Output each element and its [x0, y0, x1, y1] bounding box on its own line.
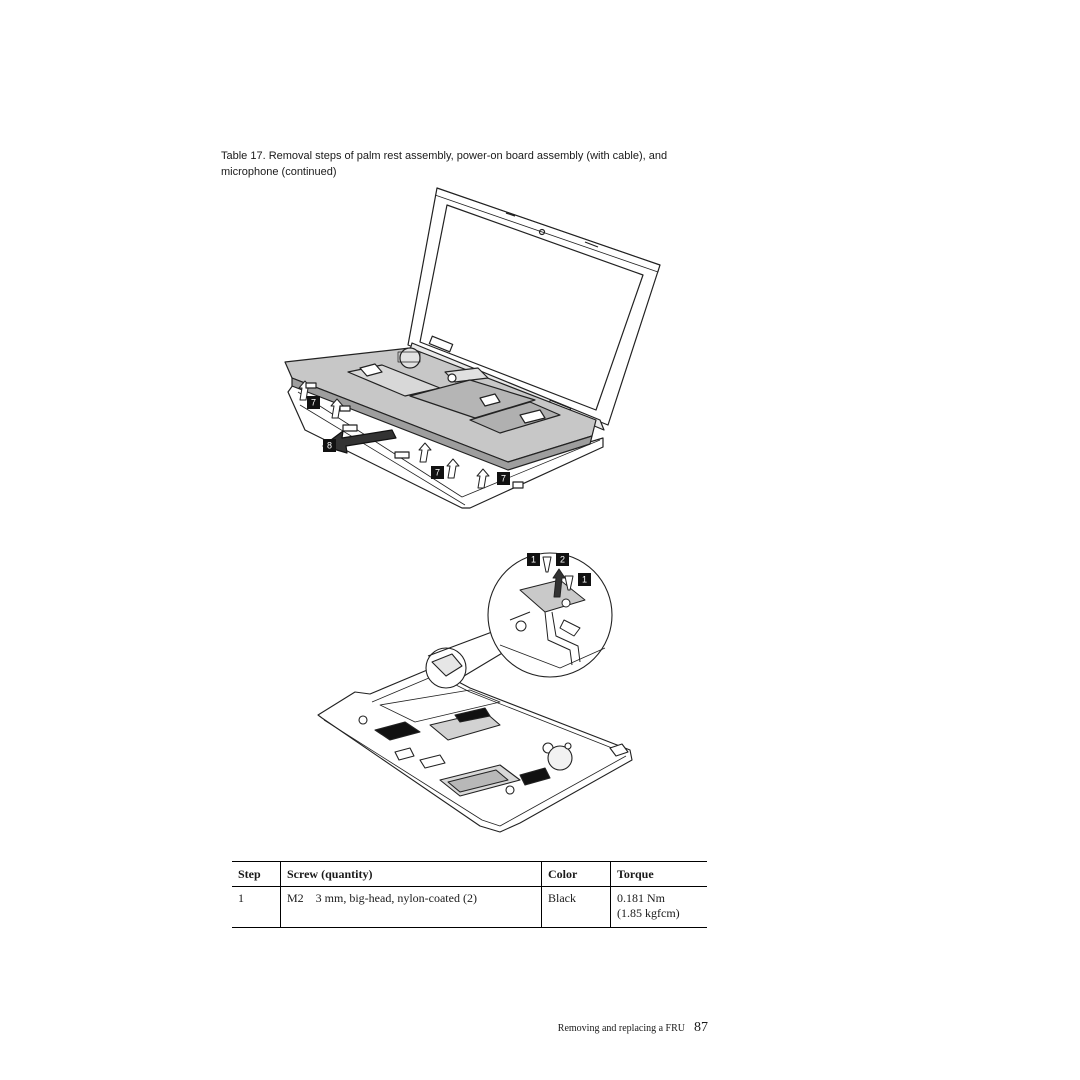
screw-size: M2 [287, 891, 304, 905]
laptop-drawing [284, 187, 661, 509]
header-color: Color [541, 861, 611, 887]
palm-rest-drawing [317, 552, 633, 833]
svg-text:1: 1 [582, 575, 587, 585]
header-torque: Torque [610, 861, 707, 887]
cell-torque: 0.181 Nm (1.85 kgfcm) [610, 886, 707, 928]
table-header-row: Step Screw (quantity) Color Torque [232, 861, 707, 887]
callout-step-2: 2 [556, 553, 569, 566]
caption-line-2: microphone (continued) [221, 166, 337, 178]
svg-text:8: 8 [327, 441, 332, 451]
table-row: 1 M2 3 mm, big-head, nylon-coated (2) Bla… [232, 886, 707, 928]
callout-step-1-b: 1 [578, 573, 591, 586]
svg-text:7: 7 [501, 474, 506, 484]
removal-illustration: 7 8 7 7 [284, 187, 661, 833]
svg-text:1: 1 [531, 555, 536, 565]
footer-section-title: Removing and replacing a FRU [557, 1023, 685, 1034]
page-footer: Removing and replacing a FRU 87 [558, 1020, 708, 1036]
callout-step-7-a: 7 [307, 396, 320, 409]
cell-screw: M2 3 mm, big-head, nylon-coated (2) [280, 886, 542, 928]
torque-kgfcm: (1.85 kgfcm) [617, 906, 680, 920]
screw-spec-table: Step Screw (quantity) Color Torque 1 M2 3… [232, 861, 707, 928]
torque-nm: 0.181 Nm [617, 891, 665, 905]
callout-step-1-a: 1 [527, 553, 540, 566]
table-caption: Table 17. Removal steps of palm rest ass… [221, 148, 711, 180]
svg-text:7: 7 [311, 398, 316, 408]
callout-step-7-b: 7 [431, 466, 444, 479]
svg-text:2: 2 [560, 555, 565, 565]
caption-line-1: Table 17. Removal steps of palm rest ass… [221, 150, 668, 162]
page-number: 87 [694, 1020, 708, 1035]
callout-step-7-c: 7 [497, 472, 510, 485]
header-step: Step [232, 861, 281, 887]
callout-step-8: 8 [323, 439, 336, 452]
cell-step: 1 [232, 886, 281, 928]
svg-text:7: 7 [435, 468, 440, 478]
screw-description: 3 mm, big-head, nylon-coated (2) [315, 891, 477, 905]
cell-color: Black [541, 886, 611, 928]
header-screw: Screw (quantity) [280, 861, 542, 887]
